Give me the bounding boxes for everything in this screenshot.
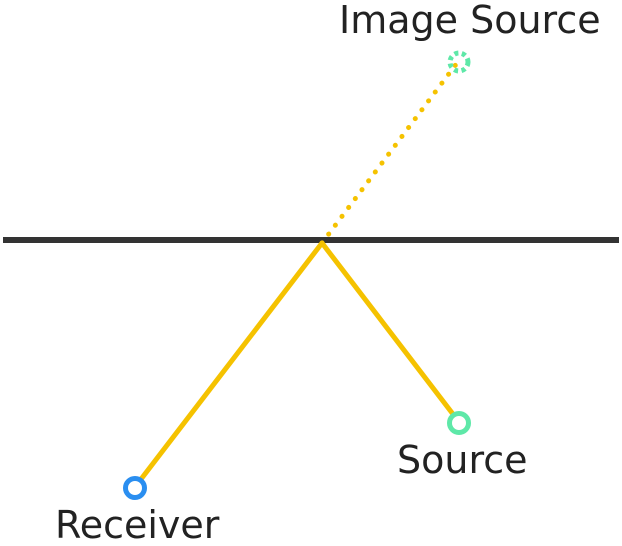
source-label: Source — [397, 438, 528, 482]
receiver-label: Receiver — [55, 503, 220, 546]
receiver-marker-icon — [123, 476, 147, 500]
image-source-marker-icon — [447, 50, 471, 74]
source-marker-icon — [447, 411, 471, 435]
image-source-label: Image Source — [339, 0, 601, 42]
image-ray-path — [319, 60, 460, 246]
reflected-ray-path — [132, 240, 462, 490]
